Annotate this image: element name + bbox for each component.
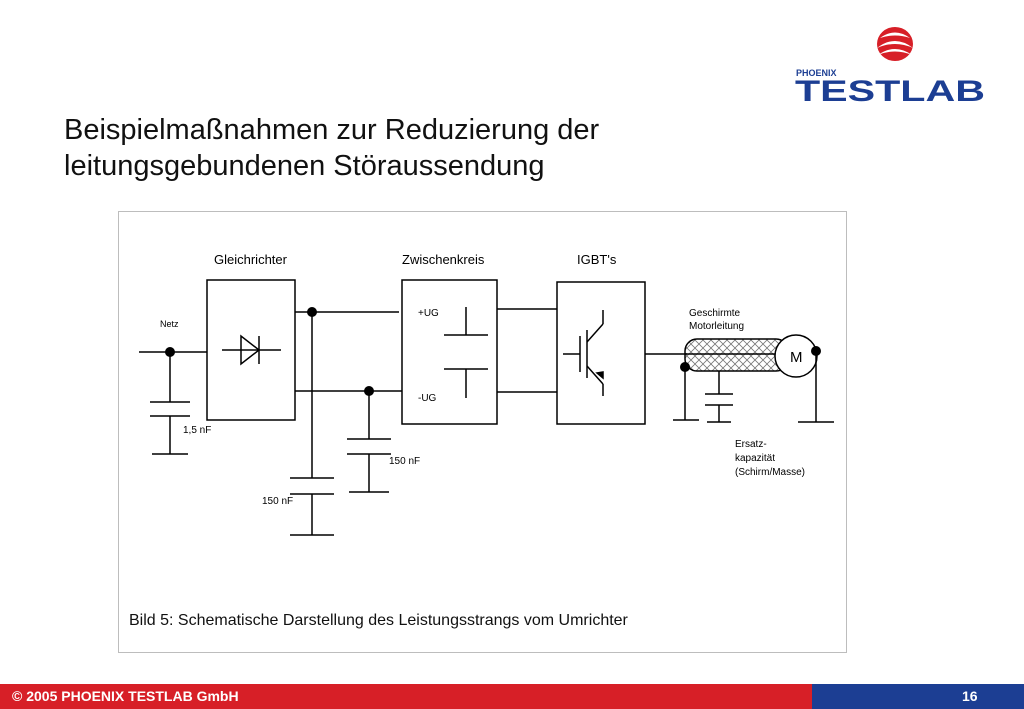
label-capacitor-a: 150 nF [262,496,293,507]
label-equiv-line-3: (Schirm/Masse) [735,467,805,478]
motor-symbol: M [774,334,818,378]
label-capacitor-b: 150 nF [389,456,420,467]
logo-brand-small: PHOENIX [796,68,837,78]
logo-brand-large: TESTLAB [795,75,985,108]
igbt-block [556,281,646,425]
shielded-motor-cable [684,338,789,372]
power-train-schematic: Gleichrichter Zwischenkreis IGBT's Netz … [139,252,834,536]
dc-link-block [401,279,498,425]
label-equiv-line-2: kapazität [735,453,775,464]
footer-blue-segment [812,684,1024,709]
label-mains: Netz [160,319,179,329]
label-motor: M [790,349,803,366]
label-cable-line-2: Motorleitung [689,321,744,332]
label-dc-positive: +UG [418,308,439,319]
schematic-figure: Gleichrichter Zwischenkreis IGBT's Netz … [118,211,847,653]
diode-icon [222,334,281,366]
label-equiv-line-1: Ersatz- [735,439,767,450]
footer-red-segment: © 2005 PHOENIX TESTLAB GmbH [0,684,812,709]
slide-title-line-1: Beispielmaßnahmen zur Reduzierung der [64,114,600,146]
label-dc-negative: -UG [418,393,437,404]
page-number: 16 [962,688,978,704]
phoenix-testlab-logo: PHOENIX TESTLAB [792,24,992,108]
label-mains-capacitor: 1,5 nF [183,425,211,436]
figure-caption: Bild 5: Schematische Darstellung des Lei… [129,612,628,629]
label-rectifier: Gleichrichter [214,252,288,267]
rectifier-block [206,279,296,421]
phoenix-swirl-icon [877,27,913,61]
label-cable-line-1: Geschirmte [689,308,741,319]
label-igbt: IGBT's [577,252,617,267]
label-dc-link: Zwischenkreis [402,252,485,267]
slide-title: Beispielmaßnahmen zur Reduzierung der le… [64,112,784,184]
transistor-icon [563,310,604,396]
footer-copyright: © 2005 PHOENIX TESTLAB GmbH [12,688,239,704]
footer-bar: © 2005 PHOENIX TESTLAB GmbH 16 [0,684,1024,709]
slide-title-line-2: leitungsgebundenen Störaussendung [64,150,545,182]
